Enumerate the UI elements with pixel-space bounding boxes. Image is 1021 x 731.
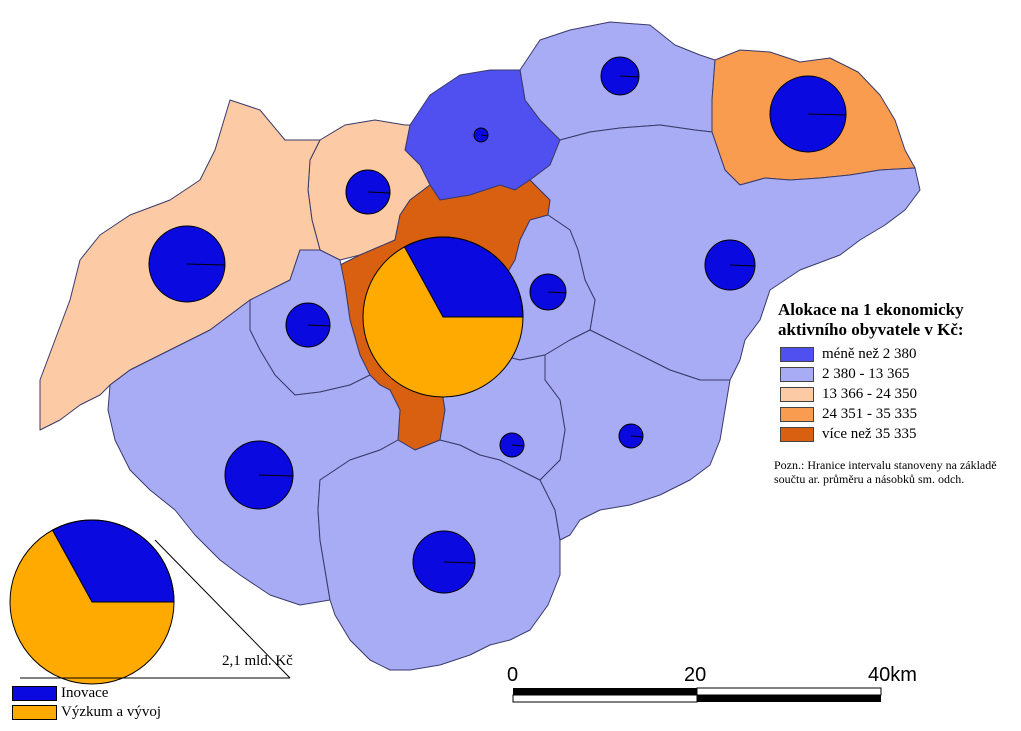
- legend-note-line2: součtu ar. průměru a násobků sm. odch.: [774, 472, 965, 486]
- reference-amount-label: 2,1 mld. Kč: [222, 653, 293, 669]
- pie-liberec-center: [362, 236, 524, 398]
- pie-usti-divider: [186, 263, 226, 266]
- legend-label-4: 24 351 - 35 335: [822, 406, 917, 422]
- pie-turnov: [704, 239, 756, 291]
- pies-layer: [9, 56, 847, 685]
- scale-label-40: 40km: [868, 664, 917, 687]
- pie-louny-outline: [224, 440, 294, 510]
- legend-title-line2: aktivního obyvatele v Kč:: [778, 320, 964, 339]
- pie-legend-inovace: Inovace: [12, 685, 108, 701]
- pie-swatch-vyzkum: [12, 704, 57, 720]
- pie-usti: [148, 225, 226, 303]
- legend-class-1: méně než 2 380: [780, 346, 917, 363]
- pie-semily-outline: [499, 432, 525, 458]
- pie-reference: [9, 519, 175, 685]
- pie-ceska-lipa: [473, 127, 489, 143]
- pie-kolin: [412, 530, 476, 594]
- legend-label-1: méně než 2 380: [822, 346, 917, 362]
- pie-litomerice-divider: [307, 324, 331, 327]
- legend-label-3: 13 366 - 24 350: [822, 386, 917, 402]
- scale-bar-top-left: [513, 688, 697, 695]
- legend-note: Pozn.: Hranice intervalu stanoveny na zá…: [774, 458, 1014, 486]
- pie-frydlant-divider: [807, 113, 847, 116]
- pie-turnov-outline: [704, 239, 756, 291]
- legend-swatch-5: [780, 427, 814, 442]
- legend-title: Alokace na 1 ekonomicky aktivního obyvat…: [778, 300, 964, 340]
- pie-decin-outline: [345, 169, 391, 215]
- pie-decin: [345, 169, 391, 215]
- legend-class-3: 13 366 - 24 350: [780, 386, 917, 403]
- pie-reference-outline: [9, 519, 175, 685]
- pie-liberec-center-outline: [362, 236, 524, 398]
- scale-bar-bottom-right: [697, 695, 881, 702]
- legend-label-2: 2 380 - 13 365: [822, 366, 910, 382]
- pie-legend-vyzkum: Výzkum a vývoj: [12, 704, 161, 720]
- pie-liberec-north-outline: [600, 56, 640, 96]
- pie-litomerice-outline: [285, 302, 331, 348]
- pie-jablonec-outline: [529, 273, 567, 311]
- pie-ceska-lipa-divider: [480, 134, 489, 137]
- pie-jablonec-divider: [547, 291, 567, 294]
- pie-kolin-divider: [443, 561, 476, 564]
- pie-usti-outline: [148, 225, 226, 303]
- scale-bar-bottom-left: [512, 694, 698, 703]
- legend-swatch-2: [780, 367, 814, 382]
- pie-liberec-north: [600, 56, 640, 96]
- legend-swatch-4: [780, 407, 814, 422]
- legend-swatch-3: [780, 387, 814, 402]
- scale-bar: [512, 687, 882, 703]
- pie-semily: [499, 432, 525, 458]
- pie-louny: [224, 440, 294, 510]
- legend-swatch-1: [780, 347, 814, 362]
- scale-unit: km: [890, 664, 917, 686]
- scale-label-0: 0: [507, 664, 519, 686]
- legend-class-4: 24 351 - 35 335: [780, 406, 917, 423]
- legend-label-5: více než 35 335: [822, 426, 917, 442]
- legend-class-2: 2 380 - 13 365: [780, 366, 910, 383]
- pie-turnov-divider: [729, 264, 756, 267]
- pie-label-vyzkum: Výzkum a vývoj: [61, 703, 161, 720]
- reference-pie-leader: [154, 539, 291, 679]
- legend-class-5: více než 35 335: [780, 426, 917, 443]
- pie-swatch-inovace: [12, 685, 57, 701]
- scale-bar-top-right: [696, 687, 882, 696]
- legend-title-line1: Alokace na 1 ekonomicky: [778, 300, 964, 319]
- pie-decin-divider: [367, 191, 391, 194]
- pie-liberec-north-divider: [619, 75, 640, 78]
- pie-kolin-outline: [412, 530, 476, 594]
- pie-label-inovace: Inovace: [61, 684, 109, 701]
- pie-ceska-lipa-outline: [473, 127, 489, 143]
- legend-note-line1: Pozn.: Hranice intervalu stanoveny na zá…: [774, 458, 997, 472]
- scale-label-20: 20: [684, 664, 707, 686]
- pie-jicin: [618, 423, 644, 449]
- pie-louny-divider: [258, 474, 294, 477]
- pie-jicin-outline: [618, 423, 644, 449]
- pie-frydlant: [769, 75, 847, 153]
- pie-jicin-divider: [630, 435, 644, 438]
- scale-label-40-value: 40: [868, 664, 891, 686]
- pie-litomerice: [285, 302, 331, 348]
- pie-semily-divider: [511, 444, 525, 447]
- pie-frydlant-outline: [769, 75, 847, 153]
- pie-jablonec: [529, 273, 567, 311]
